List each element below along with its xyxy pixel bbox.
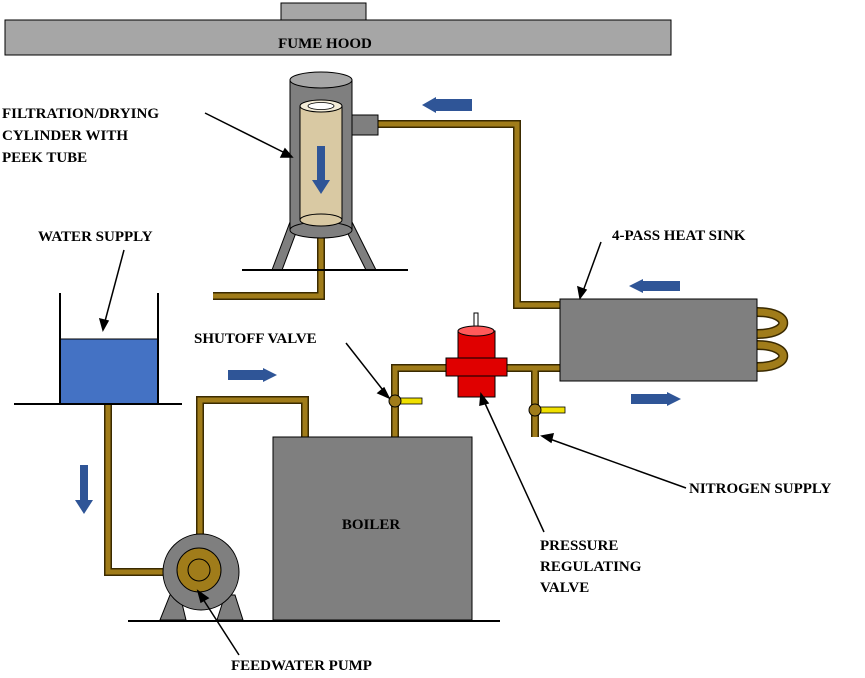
callout-heat-sink: [581, 241, 602, 295]
water-supply-label: WATER SUPPLY: [38, 229, 153, 245]
nitrogen-valve-body: [528, 403, 542, 417]
callout-lines: [98, 112, 687, 656]
fume-hood-body: [4, 19, 672, 56]
shutoff-valve: [388, 394, 423, 408]
pipe-cylinder-drain-outline: [213, 235, 325, 300]
flow-arrow-icon: [629, 279, 680, 293]
prv-label-3: VALVE: [540, 580, 589, 596]
heat-sink-loop-lower-fill: [756, 341, 787, 371]
flow-arrow-icon: [312, 146, 330, 194]
nitrogen-valve: [528, 403, 566, 417]
water-volume: [59, 338, 159, 405]
piping: [104, 120, 560, 576]
pipe-tank-to-pump: [105, 400, 175, 575]
callout-pump: [200, 595, 240, 656]
flow-arrow-icon: [228, 368, 277, 382]
pipe-sink-to-cylinder: [378, 121, 560, 308]
feedwater-pump-label: FEEDWATER PUMP: [231, 658, 372, 674]
shutoff-valve-body: [388, 394, 402, 408]
pipe-sink-to-cylinder-outline: [378, 120, 560, 309]
filtration-cylinder-label-3: PEEK TUBE: [2, 150, 87, 166]
callout-nitrogen: [546, 437, 687, 489]
flow-arrows: [75, 97, 681, 514]
pipe-tank-to-pump-outline: [104, 400, 175, 576]
flow-arrow-icon: [422, 97, 472, 113]
boiler: BOILER: [272, 436, 473, 621]
callout-water-supply: [103, 249, 125, 326]
labels: FILTRATION/DRYING CYLINDER WITH PEEK TUB…: [2, 106, 832, 674]
pipe-cylinder-drain: [213, 235, 324, 299]
arrowhead-prv: [479, 392, 490, 406]
arrowhead-heat-sink: [577, 285, 588, 300]
water-supply-tank: [14, 293, 182, 405]
arrowhead-shutoff-valve: [376, 386, 391, 400]
heat-sink: [559, 298, 789, 382]
peek-tube-bore: [307, 102, 335, 110]
pump-impeller-hub: [187, 558, 211, 582]
cylinder-outlet-port: [351, 114, 379, 136]
shutoff-valve-handle: [397, 397, 423, 405]
pipe-boiler-to-prv: [392, 365, 450, 437]
heat-sink-loop-upper-fill: [756, 308, 787, 338]
flow-arrow-icon: [631, 392, 681, 406]
heat-sink-label: 4-PASS HEAT SINK: [612, 228, 746, 244]
prv-base: [457, 375, 496, 398]
callout-filtration: [204, 112, 290, 156]
filtration-cylinder-label-1: FILTRATION/DRYING: [2, 106, 159, 122]
pipe-pump-to-boiler: [197, 397, 308, 555]
prv-bonnet-top: [457, 325, 495, 337]
callout-shutoff-valve: [345, 342, 387, 395]
arrowhead-water-supply: [98, 317, 110, 332]
arrowhead-nitrogen: [540, 433, 555, 444]
callout-prv: [482, 398, 545, 533]
arrowhead-filtration: [279, 147, 294, 158]
boiler-body: [272, 436, 473, 621]
shutoff-valve-label: SHUTOFF VALVE: [194, 331, 317, 347]
fume-hood: FUME HOOD: [4, 2, 672, 56]
filtration-cylinder-label-2: CYLINDER WITH: [2, 128, 128, 144]
arrowhead-pump: [196, 589, 210, 604]
fume-hood-duct: [280, 2, 367, 22]
flow-arrow-icon: [75, 465, 93, 514]
fume-hood-label: FUME HOOD: [278, 36, 372, 52]
peek-tube-bottom: [299, 213, 343, 227]
prv-label-2: REGULATING: [540, 559, 642, 575]
cylinder-top: [289, 71, 353, 89]
nitrogen-valve-handle: [537, 406, 566, 414]
boiler-label: BOILER: [342, 517, 401, 533]
nitrogen-supply-label: NITROGEN SUPPLY: [689, 481, 832, 497]
prv-label-1: PRESSURE: [540, 538, 618, 554]
pressure-regulating-valve: [445, 312, 508, 398]
heat-sink-body: [559, 298, 758, 382]
prv-body: [445, 357, 508, 377]
feedwater-pump: [159, 533, 244, 621]
